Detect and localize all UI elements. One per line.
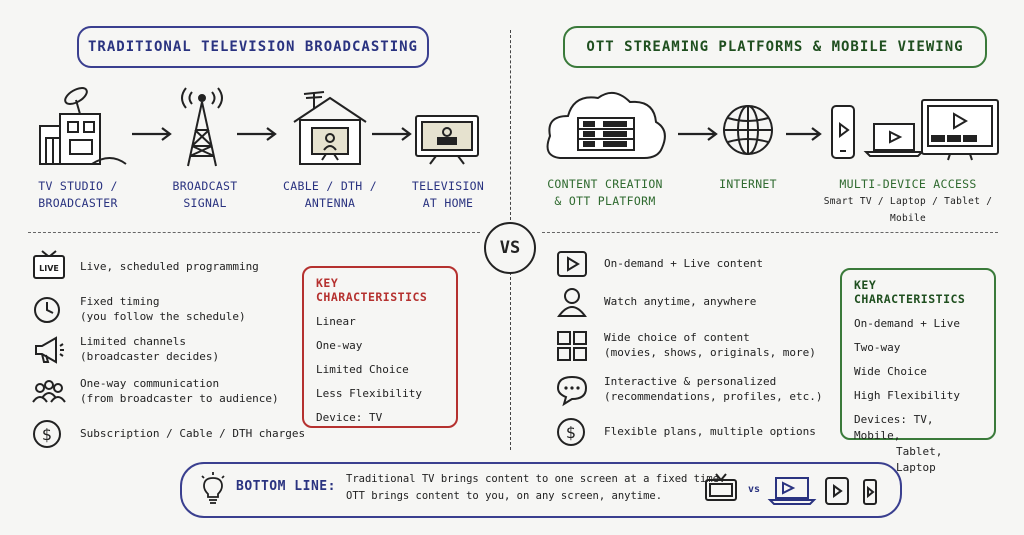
clock-icon [34, 297, 60, 323]
broadcast-tower-icon [181, 87, 223, 167]
flow-arrow [237, 127, 277, 141]
feature-text: Flexible plans, multiple options [604, 425, 816, 438]
flow-caption-multi-device: MULTI-DEVICE ACCESS Smart TV / Laptop / … [823, 177, 993, 224]
left-title: TRADITIONAL TELEVISION BROADCASTING [77, 26, 429, 68]
flow-arrow [786, 127, 822, 141]
flow-caption-internet: INTERNET [719, 177, 777, 191]
feature-row: On-demand + Live content [556, 248, 763, 280]
center-divider-bottom [510, 272, 511, 450]
right-key-characteristics: KEY CHARACTERISTICS On-demand + Live Two… [840, 268, 996, 474]
key-item: High Flexibility [854, 389, 960, 402]
feature-row: Interactive & personalized(recommendatio… [556, 374, 823, 407]
feature-row: $ Flexible plans, multiple options [556, 416, 816, 448]
bottom-line-label: BOTTOM LINE: [236, 479, 336, 494]
cloud-server-icon [546, 91, 666, 159]
feature-text: One-way communication(from broadcaster t… [80, 377, 279, 405]
left-key-characteristics: KEY CHARACTERISTICS Linear One-way Limit… [302, 266, 458, 428]
key-title: KEY CHARACTERISTICS [854, 278, 966, 306]
feature-text: Wide choice of content(movies, shows, or… [604, 331, 816, 359]
key-item: Two-way [854, 341, 901, 354]
right-horizontal-divider [542, 232, 998, 233]
feature-row: Wide choice of content(movies, shows, or… [556, 330, 816, 362]
feature-row: Limited channels(broadcaster decides) [32, 334, 219, 366]
feature-row: Fixed timing(you follow the schedule) [32, 294, 246, 326]
feature-text: Subscription / Cable / DTH charges [80, 427, 306, 440]
feature-text: Live, scheduled programming [80, 260, 259, 273]
key-item: Linear [316, 315, 356, 328]
key-item: Less Flexibility [316, 387, 422, 400]
phone-small-icon [863, 479, 877, 505]
right-title: OTT STREAMING PLATFORMS & MOBILE VIEWING [563, 26, 987, 68]
audience-icon [32, 380, 66, 403]
flow-arrow [132, 127, 172, 141]
flow-caption-tv-studio: TV STUDIO /BROADCASTER [38, 179, 118, 210]
play-icon [557, 251, 587, 277]
key-title: KEY CHARACTERISTICS [316, 276, 428, 304]
left-horizontal-divider [28, 232, 480, 233]
house-antenna-icon [293, 91, 367, 165]
bottom-line-box [180, 462, 902, 518]
feature-text: On-demand + Live content [604, 257, 763, 270]
tablet-small-icon [825, 477, 849, 505]
key-item: Device: TV [316, 411, 383, 424]
television-icon [415, 115, 479, 165]
key-item: One-way [316, 339, 363, 352]
dollar-icon: $ [33, 420, 61, 448]
laptop-small-icon [767, 477, 817, 505]
dollar-icon: $ [557, 418, 585, 446]
user-icon [557, 288, 587, 317]
globe-icon [723, 105, 773, 155]
svg-text:LIVE: LIVE [39, 264, 59, 273]
feature-row: Watch anytime, anywhere [556, 286, 756, 318]
flow-arrow [372, 127, 412, 141]
chat-icon [556, 375, 588, 407]
lightbulb-icon [201, 472, 225, 504]
multi-device-icon [831, 99, 999, 161]
megaphone-icon [35, 336, 64, 364]
key-item: On-demand + Live [854, 317, 960, 330]
svg-text:$: $ [42, 425, 52, 444]
tv-small-icon [705, 473, 737, 501]
feature-text: Interactive & personalized(recommendatio… [604, 375, 823, 403]
bottom-line-text: Traditional TV brings content to one scr… [346, 473, 726, 502]
flow-caption-cable: CABLE / DTH /ANTENNA [283, 179, 377, 210]
svg-text:$: $ [566, 423, 576, 442]
feature-row: One-way communication(from broadcaster t… [32, 376, 279, 408]
vs-badge: VS [484, 222, 536, 274]
key-item: Tablet, Laptop [896, 445, 943, 474]
center-divider-top [510, 30, 511, 220]
grid-icon [557, 331, 587, 361]
feature-text: Watch anytime, anywhere [604, 295, 757, 308]
key-item: Wide Choice [854, 365, 927, 378]
key-item: Limited Choice [316, 363, 409, 376]
feature-text: Fixed timing(you follow the schedule) [80, 295, 246, 323]
flow-caption-content-creation: CONTENT CREATION& OTT PLATFORM [547, 177, 663, 208]
bottom-vs-label: vs [748, 484, 761, 495]
feature-text: Limited channels(broadcaster decides) [80, 335, 220, 363]
live-tv-icon: LIVE [33, 250, 65, 279]
key-item: Devices: TV, Mobile, [854, 413, 934, 442]
feature-row: LIVE Live, scheduled programming [32, 250, 259, 282]
tv-studio-icon [39, 87, 127, 165]
feature-row: $ Subscription / Cable / DTH charges [32, 418, 305, 450]
flow-arrow [678, 127, 718, 141]
